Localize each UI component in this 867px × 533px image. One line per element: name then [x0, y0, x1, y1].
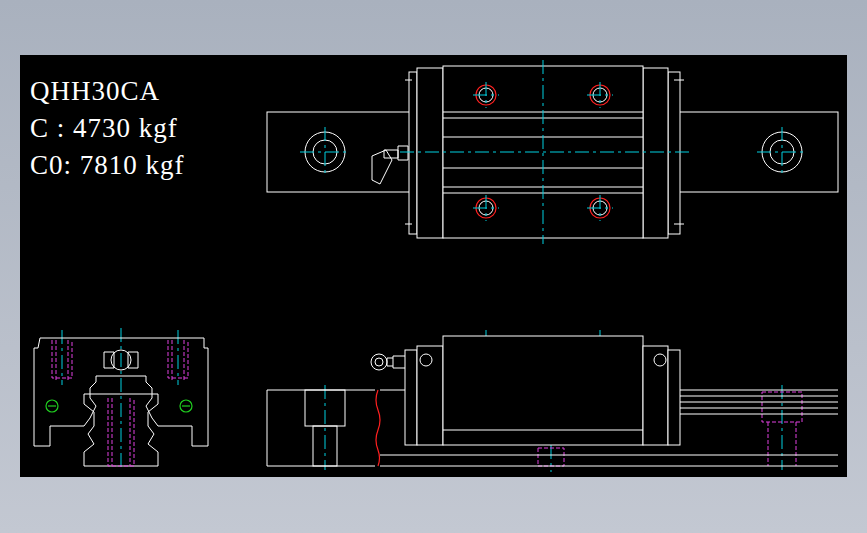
top-view [267, 66, 838, 238]
side-screws [46, 400, 192, 412]
spec-text: C0: 7810 kgf [30, 152, 185, 179]
drawing-panel [20, 55, 847, 477]
spec-text: C : 4730 kgf [30, 115, 178, 142]
side-view [267, 336, 838, 466]
front-view [34, 338, 208, 466]
spec-text: QHH30CA [30, 78, 160, 105]
